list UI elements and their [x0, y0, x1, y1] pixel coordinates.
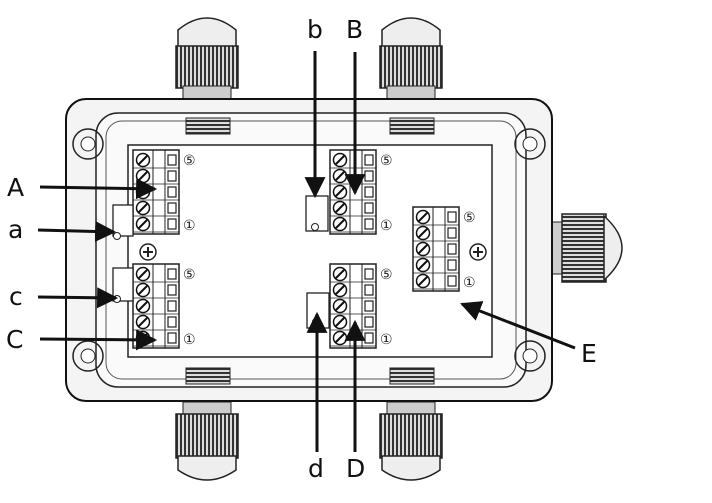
terminal-slot	[364, 300, 374, 312]
corner-screw-top-left	[72, 128, 104, 160]
leader-lines	[37, 51, 576, 452]
terminal-screw	[415, 241, 431, 257]
terminal-slot	[364, 170, 374, 182]
terminal-mark-1: ①	[183, 332, 196, 348]
terminal-screw	[415, 209, 431, 225]
terminal-mark-5: ⑤	[183, 153, 196, 169]
terminal-screw	[135, 330, 151, 346]
arrow-a	[37, 221, 117, 242]
terminal-mark-1: ①	[380, 218, 393, 234]
terminal-slot	[167, 332, 177, 344]
terminal-screw	[332, 200, 348, 216]
label-C: C	[6, 325, 23, 354]
corner-screw-top-right	[514, 128, 546, 160]
terminal-slot	[447, 275, 457, 287]
terminal-slot	[447, 211, 457, 223]
terminal-slot	[364, 284, 374, 296]
terminal-block-E: ⑤①	[412, 206, 476, 292]
terminal-slot	[167, 186, 177, 198]
terminal-slot	[364, 202, 374, 214]
terminal-screw	[135, 314, 151, 330]
terminal-slot	[167, 154, 177, 166]
arrow-A	[39, 178, 158, 200]
terminal-screw	[415, 225, 431, 241]
terminal-slot	[364, 186, 374, 198]
terminal-screw	[332, 184, 348, 200]
terminal-slot	[447, 259, 457, 271]
arrow-c	[37, 287, 119, 309]
terminal-mark-1: ①	[380, 332, 393, 348]
label-b: b	[307, 15, 323, 44]
terminal-screw	[135, 200, 151, 216]
terminal-screw	[332, 298, 348, 314]
label-D: D	[346, 454, 365, 483]
terminal-screw	[135, 282, 151, 298]
cable-gland-top-right	[379, 17, 443, 101]
terminal-mark-5: ⑤	[183, 267, 196, 283]
terminal-mark-5: ⑤	[463, 210, 476, 226]
terminal-screw	[415, 273, 431, 289]
terminal-screw	[135, 168, 151, 184]
label-A: A	[7, 173, 24, 202]
arrow-E	[460, 301, 576, 350]
corner-screw-bottom-left	[72, 340, 104, 372]
mounting-screw-right	[469, 243, 487, 261]
terminal-slot	[167, 284, 177, 296]
mounting-screw-left	[139, 243, 157, 261]
terminal-slot	[364, 154, 374, 166]
terminal-slot	[364, 332, 374, 344]
label-B: B	[346, 15, 363, 44]
terminal-block-B: ⑤①	[329, 149, 393, 235]
terminal-slot	[167, 218, 177, 230]
terminal-screw	[332, 330, 348, 346]
terminal-slot	[167, 300, 177, 312]
terminal-slot	[364, 316, 374, 328]
terminal-screw	[332, 282, 348, 298]
terminal-screw	[135, 266, 151, 282]
terminal-slot	[167, 268, 177, 280]
terminal-slot	[364, 268, 374, 280]
terminal-screw	[332, 152, 348, 168]
corner-screw-bottom-right	[514, 340, 546, 372]
label-d: d	[308, 454, 324, 483]
terminal-slot	[167, 170, 177, 182]
label-c: c	[9, 282, 23, 311]
terminal-slot	[167, 202, 177, 214]
terminal-mark-5: ⑤	[380, 153, 393, 169]
arrow-C	[39, 329, 158, 351]
terminal-screw	[135, 298, 151, 314]
terminal-mark-5: ⑤	[380, 267, 393, 283]
terminal-mark-1: ①	[183, 218, 196, 234]
cable-gland-bottom-right	[379, 401, 443, 481]
cable-gland-bottom-left	[175, 401, 239, 481]
terminal-screw	[332, 168, 348, 184]
terminal-mark-1: ①	[463, 275, 476, 291]
terminal-slot	[447, 227, 457, 239]
terminal-screw	[332, 216, 348, 232]
label-E: E	[581, 339, 597, 368]
label-a: a	[8, 215, 23, 244]
component-b	[305, 195, 329, 232]
terminal-screw	[135, 216, 151, 232]
terminal-slot	[364, 218, 374, 230]
terminal-screw	[332, 314, 348, 330]
terminal-slot	[167, 316, 177, 328]
terminal-slot	[447, 243, 457, 255]
terminal-screw	[332, 266, 348, 282]
terminal-screw	[135, 152, 151, 168]
component-a	[112, 204, 134, 240]
cable-gland-top-left	[175, 17, 239, 101]
terminal-screw	[415, 257, 431, 273]
